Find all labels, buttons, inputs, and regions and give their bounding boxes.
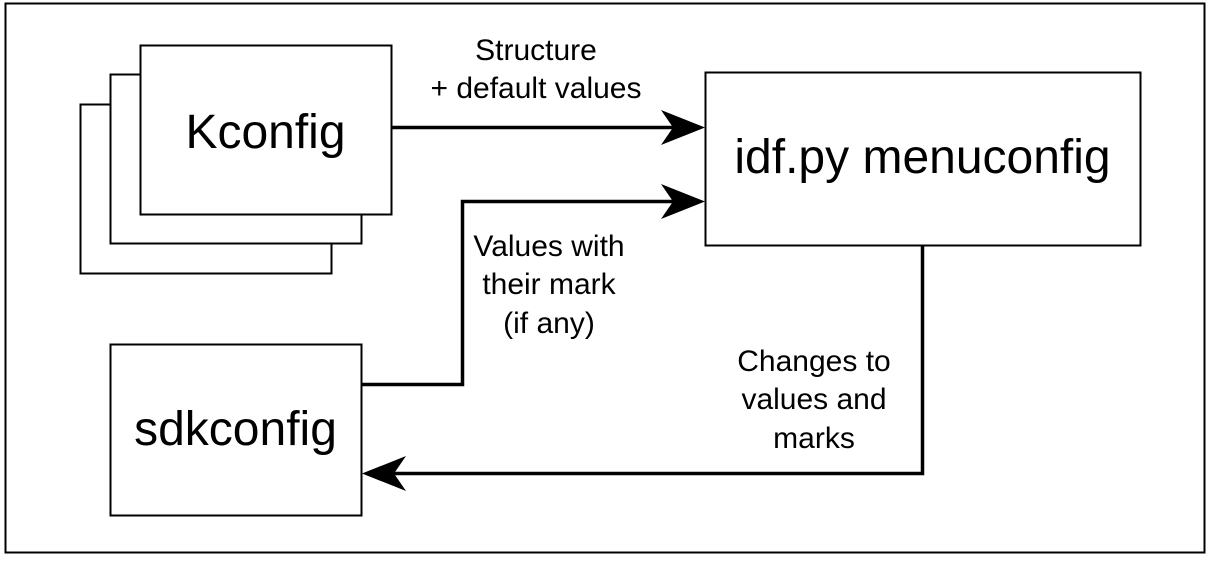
sdkconfig-box (109, 343, 363, 517)
kconfig-box-front (139, 44, 393, 216)
edge-menuconfig-to-sdkconfig (362, 245, 925, 491)
outer-border (4, 2, 1206, 554)
edge-sdkconfig-to-menuconfig (361, 184, 705, 387)
arrowhead-icon (661, 184, 705, 219)
arrowhead-icon (661, 110, 705, 145)
edge-kconfig-to-menuconfig (391, 110, 705, 145)
menuconfig-box (704, 71, 1142, 247)
arrowhead-icon (362, 456, 406, 491)
